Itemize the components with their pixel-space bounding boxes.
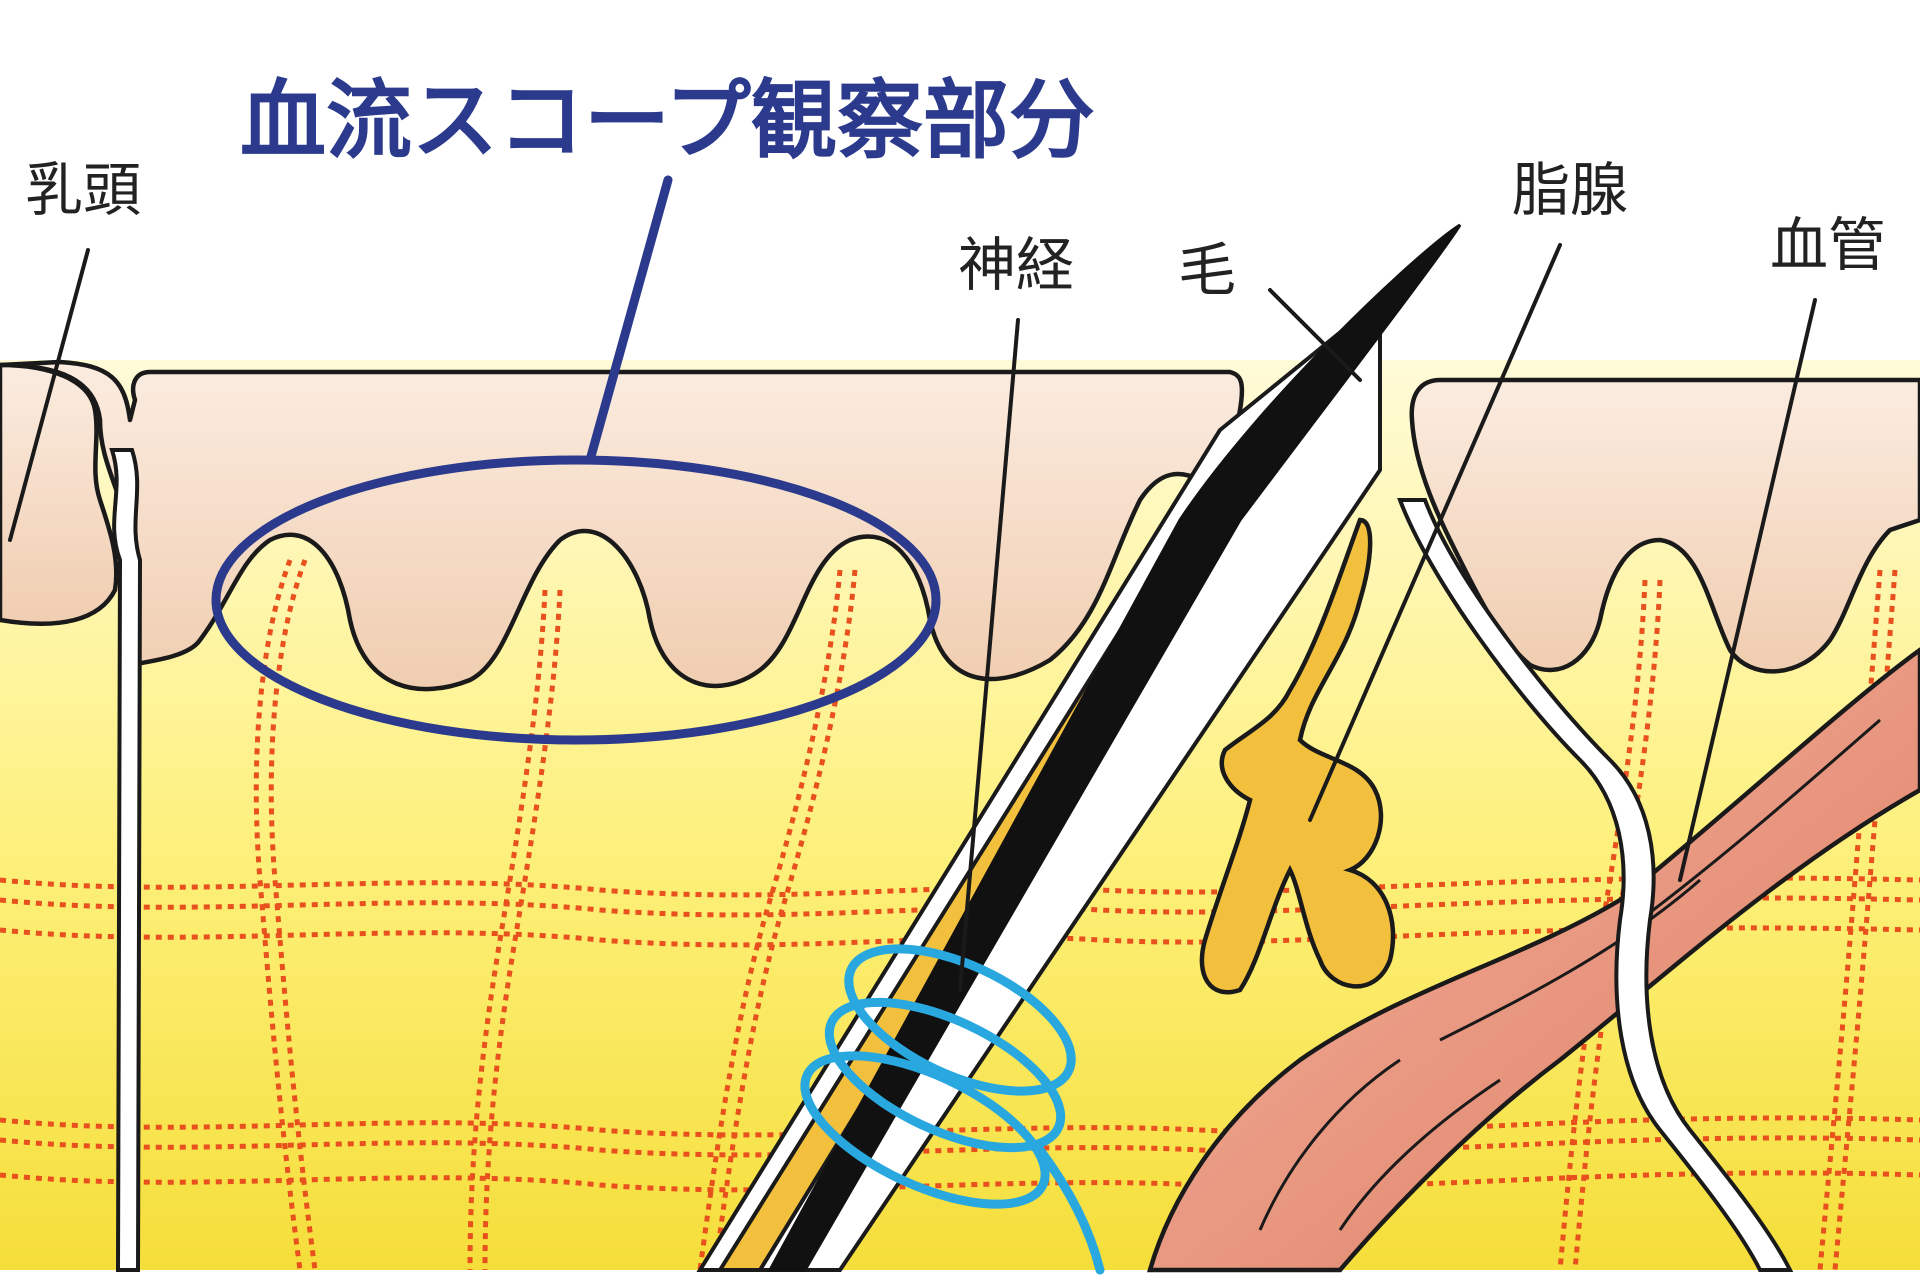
label-hair: 毛 (1178, 236, 1236, 304)
label-papilla: 乳頭 (25, 156, 141, 224)
nerve-coil (800, 944, 1105, 1275)
label-blood-vessel: 血管 (1770, 211, 1886, 279)
blood-vessel-leader-line (1678, 298, 1817, 882)
epidermis-layer-left-edge (0, 362, 119, 626)
sweat-duct (109, 448, 143, 1272)
label-nerve: 神経 (958, 231, 1074, 299)
diagram-title: 血流スコープ観察部分 (240, 71, 1095, 171)
hair-shaft (767, 223, 1462, 1272)
papilla-leader-line (8, 248, 90, 542)
epidermis-layer-right (1409, 377, 1920, 674)
muscle-fiber-lines (1258, 718, 1881, 1231)
sweat-duct-right (1397, 498, 1794, 1272)
observation-pointer-line (585, 175, 673, 465)
sebaceous-gland-leader-line (1308, 243, 1562, 822)
nerve-leader-line (958, 318, 1020, 992)
label-sebaceous-gland: 脂腺 (1512, 156, 1628, 224)
observation-area-ellipse (211, 455, 941, 745)
sebaceous-gland (1199, 517, 1396, 995)
hair-leader-line (1268, 288, 1362, 382)
